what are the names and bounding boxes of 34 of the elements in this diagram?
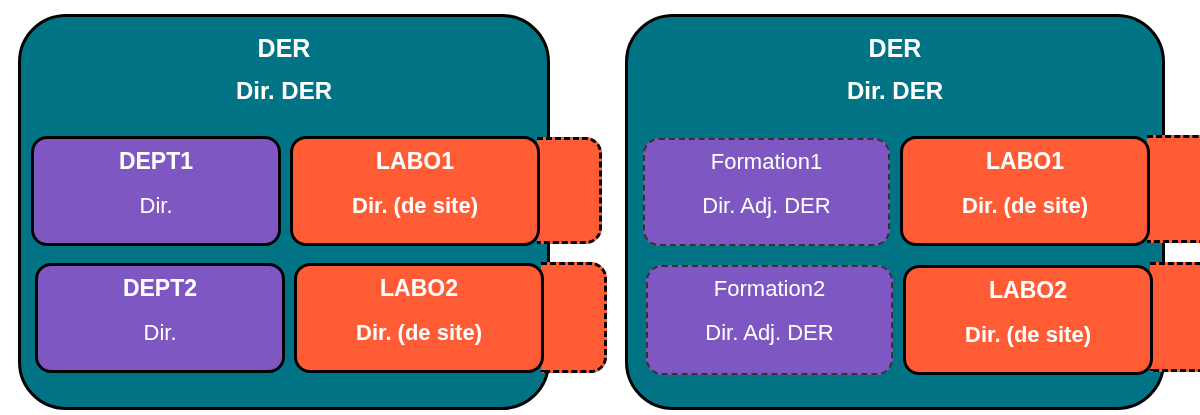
box-title: LABO1 [986,147,1064,176]
box-subtitle: Dir. (de site) [352,191,478,220]
box-subtitle: Dir. [143,318,177,347]
box-title: Formation1 [710,148,823,176]
box-subtitle: Dir. Adj. DER [702,191,831,219]
organization-box [625,14,1165,410]
box-title: DEPT2 [122,274,198,303]
dashed-box [537,137,602,244]
box-subtitle: Dir. DER [847,76,943,107]
box-subtitle: Dir. [139,191,173,220]
box-title: DEPT1 [118,147,194,176]
box-title: LABO2 [989,276,1067,305]
box-subtitle: Dir. Adj. DER [705,318,834,346]
training-box [646,265,893,375]
lab-box [294,263,544,373]
department-box [35,263,285,373]
training-box [643,138,890,246]
box-title: DER [257,33,311,64]
box-title: DER [868,33,922,64]
department-box [31,136,281,246]
dashed-box [1150,262,1200,372]
lab-box [900,136,1150,246]
box-title: LABO1 [376,147,454,176]
box-title: Formation2 [713,275,826,303]
box-subtitle: Dir. (de site) [356,318,482,347]
box-subtitle: Dir. (de site) [965,320,1091,349]
organization-box [18,14,550,410]
lab-box [903,265,1153,375]
box-title: LABO2 [380,274,458,303]
box-subtitle: Dir. (de site) [962,191,1088,220]
dashed-box [1147,135,1200,243]
dashed-box [541,262,607,373]
box-subtitle: Dir. DER [236,76,332,107]
lab-box [290,136,540,246]
